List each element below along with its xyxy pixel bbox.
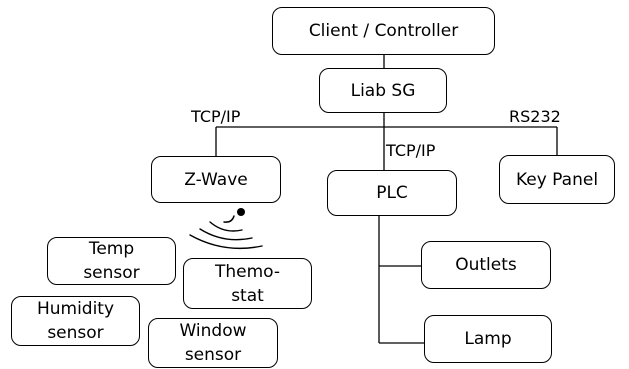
liab-sg-node: Liab SG xyxy=(319,68,447,113)
liab-sg-label: Liab SG xyxy=(350,80,416,101)
plc-node: PLC xyxy=(327,170,457,216)
window-sensor-node: Window sensor xyxy=(148,318,278,368)
signal-source-dot xyxy=(237,208,245,216)
lamp-node: Lamp xyxy=(424,315,552,363)
plc-label: PLC xyxy=(376,183,408,203)
thermostat-node: Themo- stat xyxy=(183,258,312,309)
zwave-label: Z-Wave xyxy=(184,169,248,190)
wireless-signal-icon xyxy=(189,208,263,250)
window-sensor-label: Window sensor xyxy=(179,321,247,365)
temp-sensor-label: Temp sensor xyxy=(83,239,140,283)
client-controller-label: Client / Controller xyxy=(308,21,459,41)
signal-wave-4 xyxy=(189,234,263,250)
signal-wave-1 xyxy=(223,215,235,223)
lamp-label: Lamp xyxy=(464,329,512,349)
outlets-node: Outlets xyxy=(421,241,551,289)
signal-wave-2 xyxy=(209,221,243,232)
connection-label-tcpip-left: TCP/IP xyxy=(191,107,241,126)
temp-sensor-node: Temp sensor xyxy=(47,237,176,285)
thermostat-label: Themo- stat xyxy=(214,261,281,306)
signal-wave-3 xyxy=(199,228,253,241)
zwave-node: Z-Wave xyxy=(151,156,281,203)
key-panel-label: Key Panel xyxy=(515,169,599,190)
outlets-label: Outlets xyxy=(455,255,517,275)
humidity-sensor-node: Humidity sensor xyxy=(11,296,140,346)
connection-label-rs232: RS232 xyxy=(509,107,561,126)
connection-label-tcpip-center: TCP/IP xyxy=(386,141,436,160)
humidity-sensor-label: Humidity sensor xyxy=(36,299,115,343)
key-panel-node: Key Panel xyxy=(499,155,615,204)
client-controller-node: Client / Controller xyxy=(272,7,495,55)
